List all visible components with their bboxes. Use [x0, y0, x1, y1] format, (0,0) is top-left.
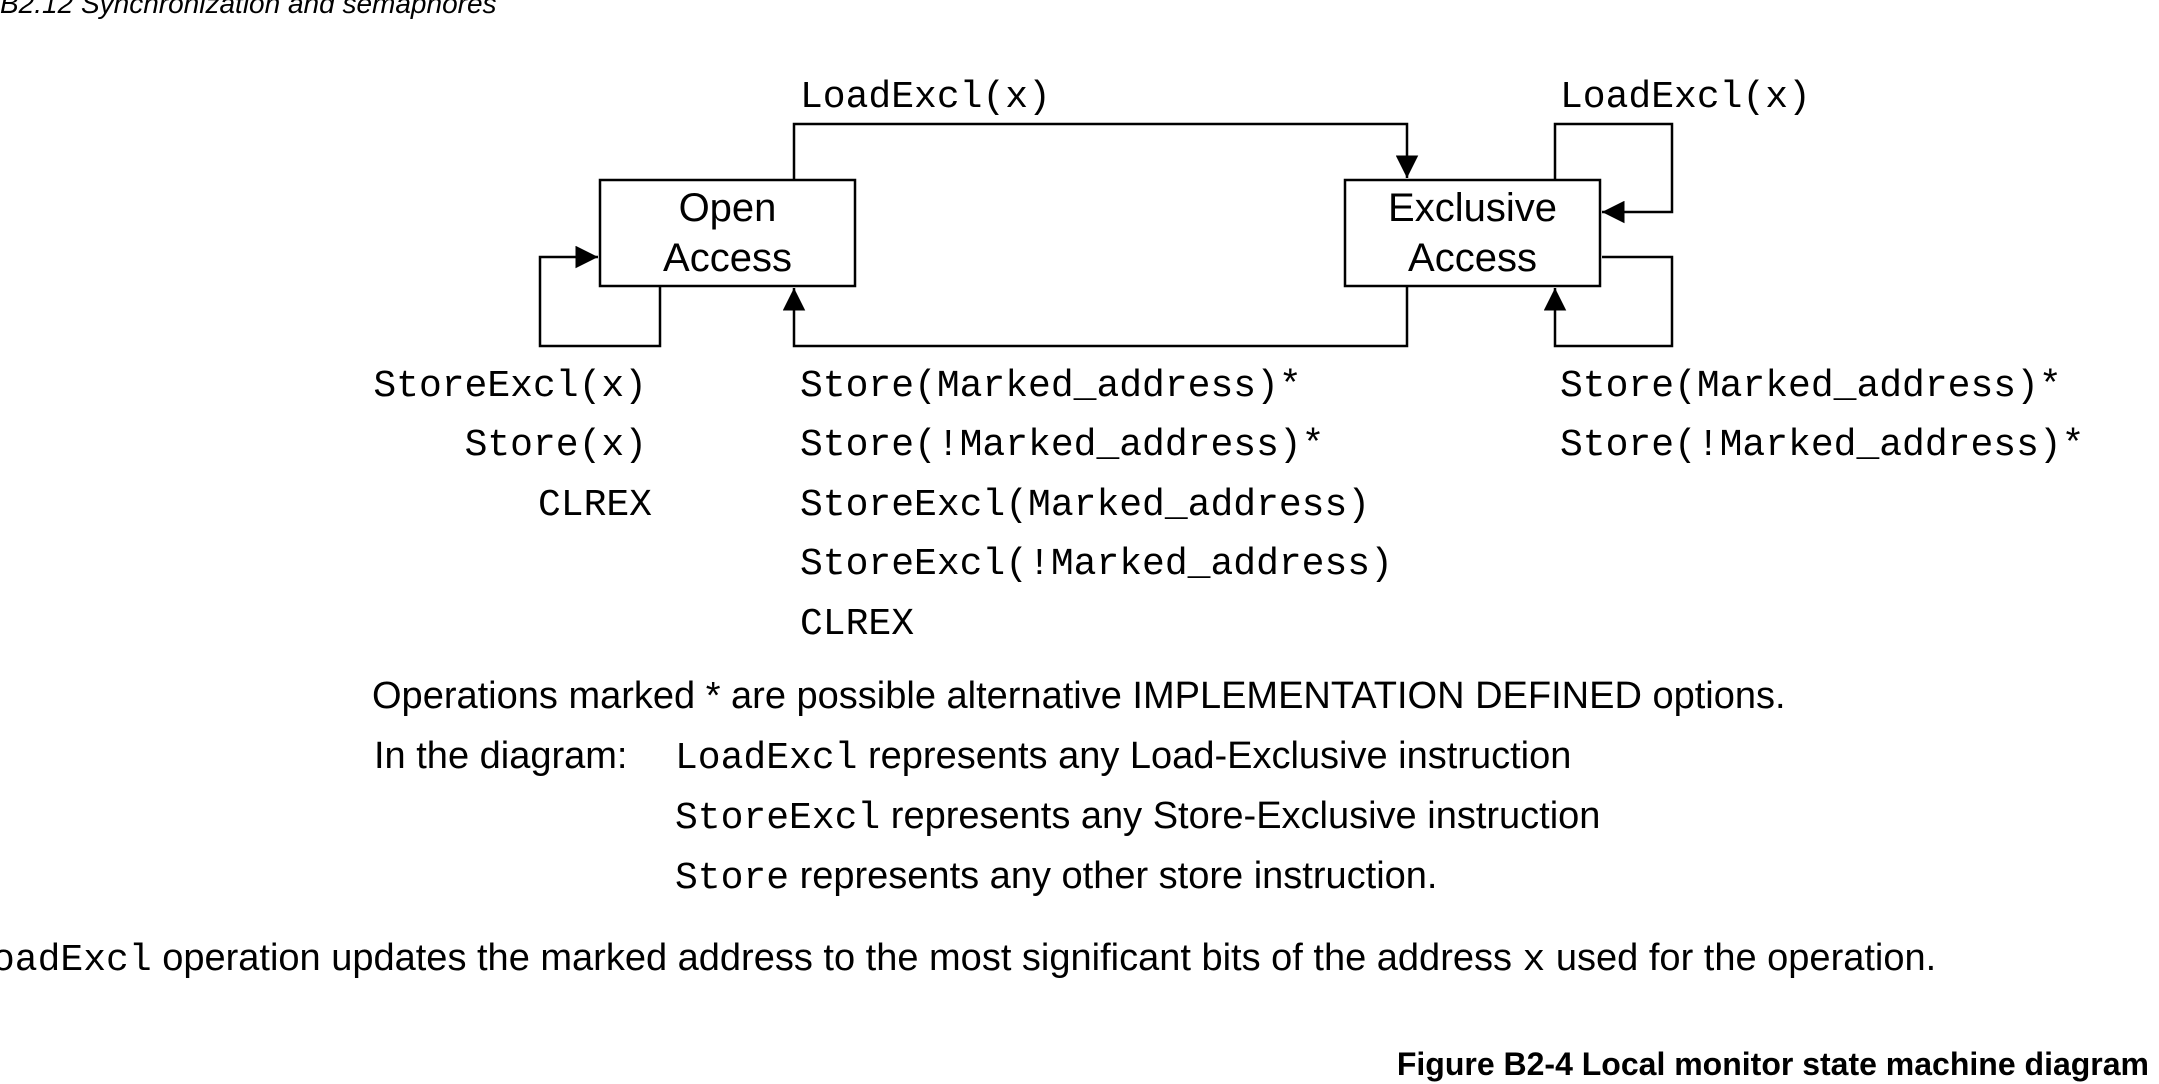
- label-ex-to-open-5: CLREX: [800, 603, 915, 646]
- note-def-loadexcl: LoadExcl represents any Load-Exclusive i…: [675, 737, 1571, 778]
- exclusive-access-line1: Exclusive: [1388, 186, 1557, 230]
- open-access-box: [598, 178, 857, 288]
- edge-open-self: [538, 245, 662, 348]
- note-def1-code: LoadExcl: [675, 737, 858, 780]
- label-ex-to-open-2: Store(!Marked_address)*: [800, 424, 1325, 467]
- note-def-store: Store represents any other store instruc…: [675, 857, 1437, 898]
- figure-caption: Figure B2-4 Local monitor state machine …: [1396, 1046, 2149, 1082]
- label-ex-to-open-1: Store(Marked_address)*: [800, 365, 1302, 408]
- label-exclusive-self-bottom-1: Store(Marked_address)*: [1560, 365, 2062, 408]
- note-def2-code: StoreExcl: [675, 797, 881, 840]
- note-implementation-defined: Operations marked * are possible alterna…: [372, 677, 1786, 715]
- label-open-to-exclusive: LoadExcl(x): [800, 76, 1051, 119]
- open-access-line2: Access: [663, 236, 792, 280]
- label-exclusive-self-bottom-2: Store(!Marked_address)*: [1560, 424, 2085, 467]
- label-open-self-2: Store(x): [464, 424, 647, 467]
- note-def-storeexcl: StoreExcl represents any Store-Exclusive…: [675, 797, 1600, 838]
- exclusive-access-box: [1343, 178, 1602, 288]
- note-footer-text-b: used for the operation.: [1545, 937, 1937, 979]
- note-line1-pre: Operations marked * are possible alterna…: [372, 675, 1133, 717]
- note-footer-sentence: oadExcl operation updates the marked add…: [0, 939, 1936, 980]
- label-ex-to-open-3: StoreExcl(Marked_address): [800, 484, 1371, 527]
- exclusive-access-label: Exclusive Access: [1345, 183, 1600, 283]
- note-line1-post: options.: [1641, 675, 1786, 717]
- edge-exclusive-to-open: [782, 286, 1409, 348]
- note-def3-code: Store: [675, 857, 790, 900]
- edge-exclusive-self-top: [1553, 122, 1674, 224]
- note-line1-smallcaps: IMPLEMENTATION DEFINED: [1132, 675, 1642, 717]
- section-header: B2.12 Synchronization and semaphores: [0, 0, 497, 19]
- edge-exclusive-self-bottom: [1543, 255, 1674, 348]
- label-open-self-1: StoreExcl(x): [373, 365, 647, 408]
- note-footer-code-b: x: [1522, 939, 1546, 982]
- note-diagram-intro: In the diagram:: [374, 735, 628, 777]
- note-footer-code-a: oadExcl: [0, 939, 152, 982]
- note-def3-text: represents any other store instruction.: [789, 855, 1438, 897]
- open-access-line1: Open: [678, 186, 777, 230]
- note-def2-text: represents any Store-Exclusive instructi…: [880, 795, 1601, 837]
- exclusive-access-line2: Access: [1408, 236, 1537, 280]
- note-def1-text: represents any Load-Exclusive instructio…: [857, 735, 1572, 777]
- edge-open-to-exclusive: [792, 122, 1419, 180]
- label-ex-to-open-4: StoreExcl(!Marked_address): [800, 543, 1393, 586]
- open-access-label: Open Access: [600, 183, 855, 283]
- label-exclusive-self-top: LoadExcl(x): [1560, 76, 1811, 119]
- note-footer-text-a: operation updates the marked address to …: [151, 937, 1523, 979]
- label-open-self-3: CLREX: [537, 484, 652, 527]
